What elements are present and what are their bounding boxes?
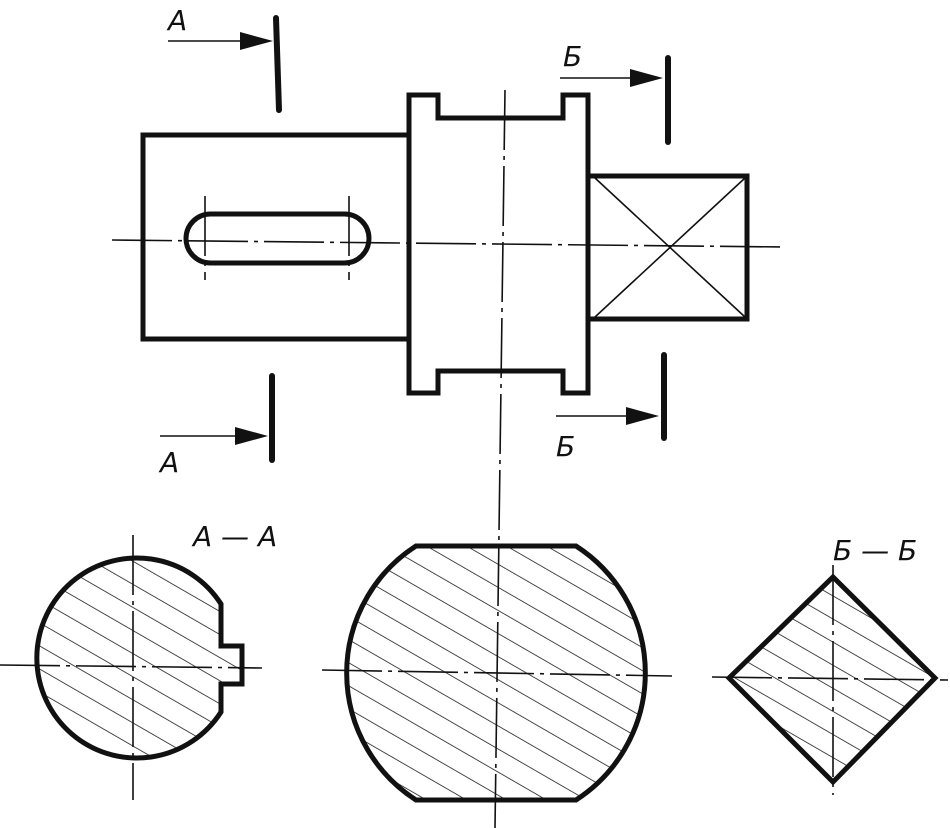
section-a-view <box>0 535 263 800</box>
shaft-square-end <box>585 173 750 322</box>
arrow-right-icon <box>240 32 273 50</box>
cut-b-bottom-label: Б <box>556 430 575 463</box>
cut-a-top-mark <box>273 15 282 113</box>
cutting-plane-b <box>556 55 671 441</box>
section-collar-outline <box>344 543 648 803</box>
key-slot <box>183 211 372 266</box>
arrow-right-icon <box>235 427 268 445</box>
shaft-main-view <box>111 89 786 828</box>
shaft-center-axis <box>111 239 786 248</box>
section-b-view <box>711 565 949 795</box>
arrow-right-icon <box>626 407 659 425</box>
section-b-title: Б — Б <box>833 534 917 567</box>
section-a-horizontal-axis <box>0 664 263 669</box>
section-a-hatch <box>36 558 242 758</box>
section-b-outline <box>725 573 939 786</box>
arrow-right-icon <box>630 69 663 87</box>
section-collar-view <box>321 543 673 803</box>
section-a-outline <box>34 555 245 761</box>
section-b-horizontal-axis <box>711 676 949 681</box>
cut-a-top-label: А <box>166 4 187 37</box>
section-a-title: А — А <box>191 520 277 553</box>
cutting-plane-a <box>160 15 282 463</box>
cut-b-top-label: Б <box>563 40 582 73</box>
square-diagonals <box>594 177 746 318</box>
shaft-collar <box>406 92 591 396</box>
section-collar-horizontal-axis <box>321 669 673 677</box>
cut-a-bottom-label: А <box>158 446 179 479</box>
